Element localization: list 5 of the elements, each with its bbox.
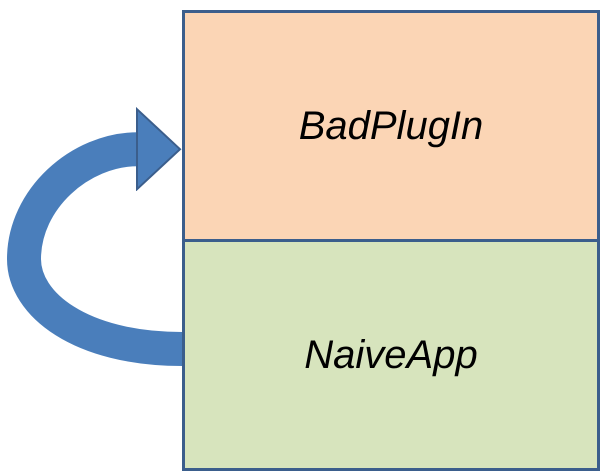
process-box [182, 10, 600, 242]
box-label: BadPlugIn [298, 104, 484, 148]
process-box [182, 239, 600, 471]
curved-arrow [7, 108, 183, 366]
box-label: NaiveApp [304, 332, 478, 378]
